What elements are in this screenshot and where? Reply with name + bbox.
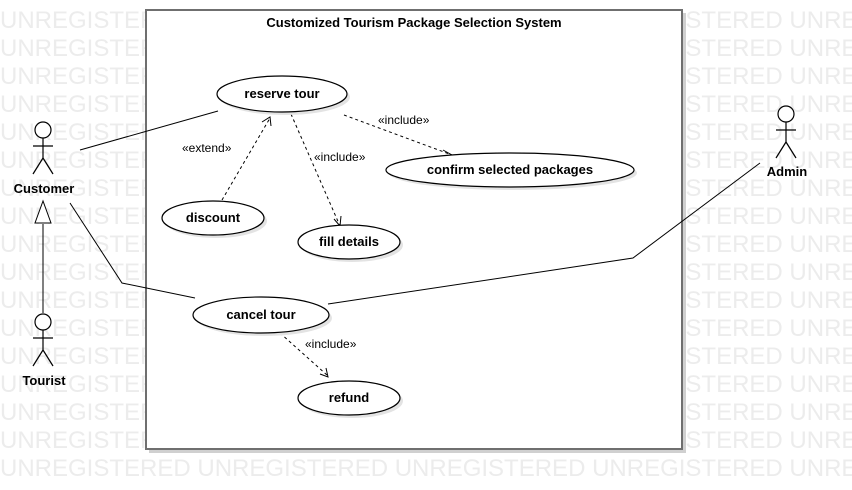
association-customer-reserve-tour[interactable] [79,110,219,151]
use-case-discount[interactable]: discount [161,200,267,238]
stick-figure-icon [32,313,54,367]
use-case-label: discount [186,210,241,225]
use-case-label: reserve tour [244,86,319,101]
generalization-tourist-customer[interactable] [34,199,52,313]
actor-tourist[interactable]: Tourist [22,313,66,388]
include-label-refund: «include» [305,337,357,351]
actor-label: Admin [767,164,808,179]
association-admin-cancel-tour[interactable] [327,162,761,305]
extend-label: «extend» [182,141,232,155]
use-case-label: cancel tour [226,307,295,322]
use-case-cancel-tour[interactable]: cancel tour [192,296,332,336]
association-customer-cancel-tour[interactable] [69,202,196,299]
use-case-confirm-selected-packages[interactable]: confirm selected packages [385,152,637,190]
actor-customer[interactable]: Customer [14,121,75,196]
actor-label: Customer [14,181,75,196]
system-title: Customized Tourism Package Selection Sys… [266,15,561,30]
use-case-label: refund [329,390,370,405]
use-case-fill-details[interactable]: fill details [297,224,403,262]
actor-label: Tourist [22,373,66,388]
actor-admin[interactable]: Admin [767,105,808,179]
use-case-reserve-tour[interactable]: reserve tour [216,75,350,115]
use-case-label: confirm selected packages [427,162,593,177]
watermark-row: UNREGISTERED UNREGISTERED UNREGISTERED U… [0,455,852,482]
include-label-fill: «include» [314,150,366,164]
extend-discount-reserve-tour[interactable] [221,116,272,201]
include-cancel-refund[interactable] [279,332,329,378]
use-case-refund[interactable]: refund [297,380,403,418]
stick-figure-icon [32,121,54,175]
include-label-confirm: «include» [378,113,430,127]
stick-figure-icon [775,105,797,159]
use-case-label: fill details [319,234,379,249]
